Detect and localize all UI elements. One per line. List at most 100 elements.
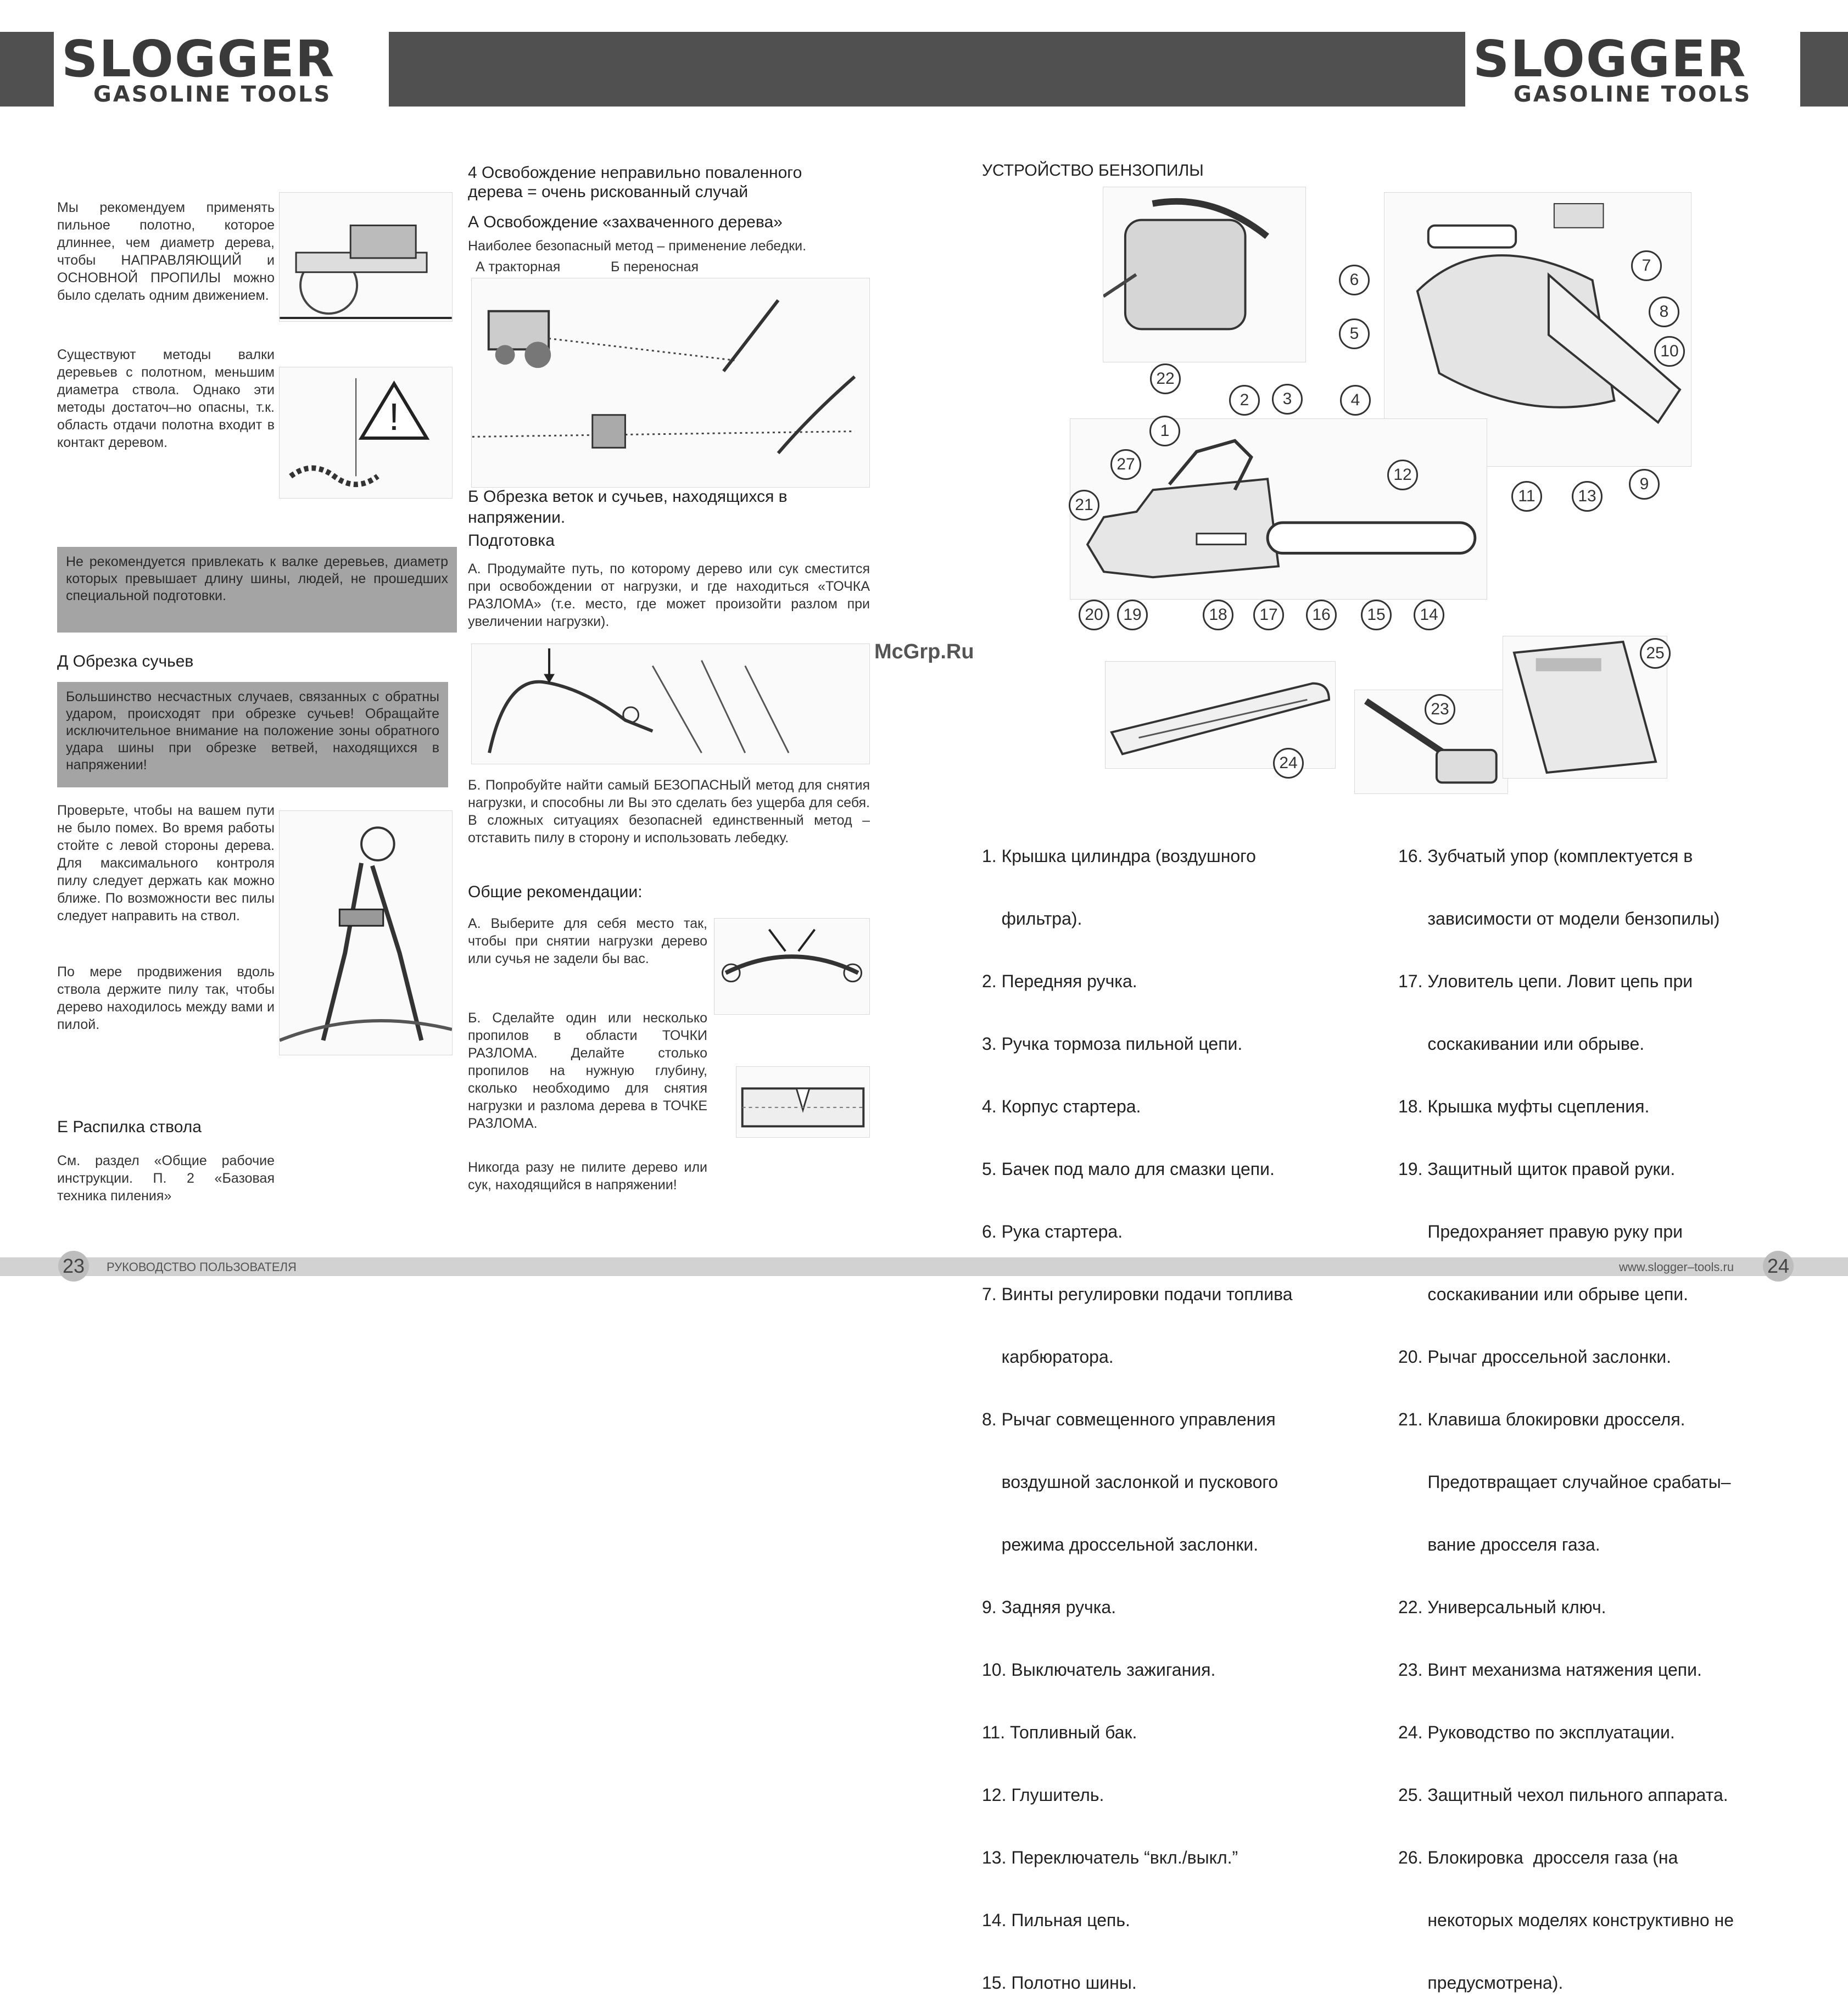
legend-item: 23. Винт механизма натяжения цепи. (1398, 1660, 1702, 1680)
callout-1: 1 (1149, 416, 1180, 446)
parts-legend-left: 1. Крышка цилиндра (воздушного фильтра).… (982, 804, 1366, 2014)
callout-2: 2 (1229, 385, 1260, 416)
logo-subtitle: GASOLINE TOOLS (93, 82, 332, 107)
kickback-zone-illustration: ! (279, 367, 453, 499)
section4-title-line2: дерева = очень рискованный случай (468, 183, 749, 201)
user-manual-image (1503, 636, 1667, 779)
callout-10: 10 (1654, 336, 1685, 367)
legend-item: предусмотрена). (1398, 1973, 1564, 1993)
bar-cover-image (1105, 661, 1336, 769)
general-para-a: А. Выберите для себя место так, чтобы пр… (468, 916, 707, 966)
preparation-title: Подготовка (468, 532, 555, 550)
section-a-subtitle: Наиболее безопасный метод – применение л… (468, 238, 807, 254)
legend-item: 18. Крышка муфты сцепления. (1398, 1096, 1650, 1116)
legend-item: Предохраняет правую руку при (1398, 1222, 1683, 1241)
callout-20: 20 (1079, 600, 1109, 630)
watermark: McGrp.Ru (874, 640, 974, 663)
callout-9: 9 (1629, 469, 1660, 500)
legend-item: 14. Пильная цепь. (982, 1910, 1130, 1930)
legend-item: 7. Винты регулировки подачи топлива (982, 1284, 1293, 1304)
legend-item: зависимости от модели бензопилы) (1398, 909, 1720, 928)
legend-item: соскакивании или обрыве. (1398, 1034, 1645, 1054)
warning-box: Не рекомендуется привлекать к валке дере… (57, 547, 457, 633)
footer-left-text: РУКОВОДСТВО ПОЛЬЗОВАТЕЛЯ (107, 1260, 297, 1274)
legend-item: 5. Бачек под мало для смазки цепи. (982, 1159, 1275, 1179)
methods-paragraph: Существуют методы валки деревьев с полот… (57, 347, 275, 450)
page-number-right: 24 (1763, 1251, 1794, 1282)
legend-item: 12. Глушитель. (982, 1785, 1104, 1805)
logo-title: SLOGGER (1473, 30, 1747, 88)
section-d-warning-box: Большинство несчастных случаев, связанны… (57, 682, 448, 787)
never-cut-warning: Никогда разу не пилите дерево или сук, н… (468, 1160, 707, 1193)
callout-23: 22 (1150, 363, 1181, 394)
legend-item: 3. Ручка тормоза пильной цепи. (982, 1034, 1243, 1054)
callout-4: 4 (1340, 385, 1371, 416)
tension-branch-illustration (471, 644, 870, 764)
breaking-point-cut-illustration (736, 1066, 870, 1138)
callout-6: 6 (1339, 265, 1370, 295)
svg-text:!: ! (389, 395, 399, 438)
section-a-title: А Освобождение «захваченного дерева» (468, 213, 783, 231)
callout-17: 17 (1253, 600, 1284, 630)
legend-item: карбюратора. (982, 1347, 1114, 1367)
callout-3: 3 (1272, 384, 1303, 415)
section-d-title: Д Обрезка сучьев (57, 652, 194, 670)
logo-right: SLOGGER GASOLINE TOOLS (1465, 32, 1800, 107)
universal-wrench-image (1354, 690, 1508, 794)
callout-19: 19 (1117, 600, 1148, 630)
release-tension-illustration (714, 918, 870, 1015)
callout-25: 24 (1273, 748, 1304, 779)
callout-22: 23 (1425, 694, 1455, 725)
legend-item: 21. Клавиша блокировки дросселя. (1398, 1409, 1685, 1429)
section-e-title: Е Распилка ствола (57, 1118, 202, 1136)
chainsaw-side-view-photo (1103, 187, 1306, 362)
chainsaw-log-illustration (279, 192, 453, 322)
chainsaw-anatomy-title: УСТРОЙСТВО БЕНЗОПИЛЫ (982, 161, 1204, 180)
logo-subtitle: GASOLINE TOOLS (1514, 82, 1752, 107)
winch-illustration (471, 278, 870, 488)
callout-24: 25 (1640, 638, 1671, 669)
legend-item: 11. Топливный бак. (982, 1722, 1137, 1742)
callout-27: 27 (1110, 449, 1141, 480)
legend-item: 16. Зубчатый упор (комплектуется в (1398, 846, 1693, 866)
legend-item: 10. Выключатель зажигания. (982, 1660, 1216, 1680)
callout-5: 5 (1339, 318, 1370, 349)
section4-title-line1: 4 Освобождение неправильно поваленного (468, 164, 802, 182)
preparation-para-a: А. Продумайте путь, по которому дерево и… (468, 561, 870, 629)
legend-item: 24. Руководство по эксплуатации. (1398, 1722, 1675, 1742)
legend-item: 22. Универсальный ключ. (1398, 1597, 1606, 1617)
worker-delimbing-illustration (279, 810, 453, 1055)
general-para-b: Б. Сделайте один или несколько пропилов … (468, 1010, 707, 1131)
legend-item: 2. Передняя ручка. (982, 971, 1137, 991)
intro-paragraph: Мы рекомендуем применять пильное полотно… (57, 200, 275, 303)
legend-item: 26. Блокировка дросселя газа (на (1398, 1848, 1678, 1867)
section-b-title: Б Обрезка веток и сучьев, находящихся в … (468, 488, 788, 527)
callout-12: 12 (1387, 460, 1418, 490)
legend-item: 20. Рычаг дроссельной заслонки. (1398, 1347, 1672, 1367)
logo-left: SLOGGER GASOLINE TOOLS (54, 32, 389, 107)
callout-18: 18 (1203, 600, 1233, 630)
legend-item: 25. Защитный чехол пильного аппарата. (1398, 1785, 1728, 1805)
label-portable: Б переносная (611, 259, 699, 275)
legend-item: 1. Крышка цилиндра (воздушного (982, 846, 1256, 866)
callout-13: 13 (1572, 481, 1603, 512)
legend-item: 15. Полотно шины. (982, 1973, 1137, 1993)
callout-16: 16 (1306, 600, 1337, 630)
label-tractor: А тракторная (476, 259, 561, 275)
legend-item: 19. Защитный щиток правой руки. (1398, 1159, 1676, 1179)
callout-8: 8 (1649, 296, 1679, 327)
callout-7: 7 (1631, 250, 1662, 281)
legend-item: соскакивании или обрыве цепи. (1398, 1284, 1689, 1304)
legend-item: 4. Корпус стартера. (982, 1096, 1141, 1116)
chainsaw-labelled-view (1070, 418, 1487, 600)
check-path-paragraph: Проверьте, чтобы на вашем пути не было п… (57, 803, 275, 924)
callout-21: 21 (1069, 490, 1099, 521)
legend-item: некоторых моделях конструктивно не (1398, 1910, 1734, 1930)
legend-item: Предотвращает случайное срабаты– (1398, 1472, 1731, 1492)
footer-website-link[interactable]: www.slogger–tools.ru (1619, 1260, 1734, 1274)
logo-title: SLOGGER (62, 30, 336, 88)
section-e-paragraph: См. раздел «Общие рабочие инструкции. П.… (57, 1153, 275, 1204)
callout-11: 11 (1511, 481, 1542, 512)
footer-bar (0, 1257, 1848, 1276)
legend-item: 9. Задняя ручка. (982, 1597, 1116, 1617)
